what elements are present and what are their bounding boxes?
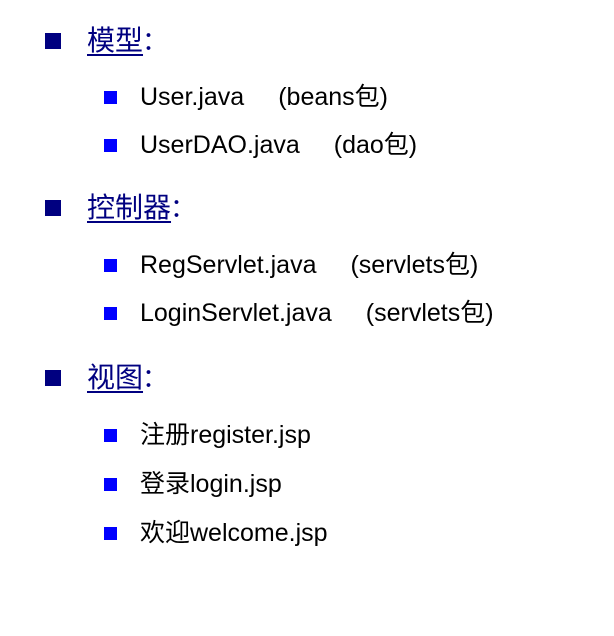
bullet-square-icon: [104, 91, 117, 104]
heading-text: 模型: [87, 25, 144, 56]
item-name: User.java: [140, 83, 245, 111]
bullet-square-icon: [104, 307, 117, 320]
heading-label: 控制器：: [87, 194, 196, 222]
bullet-square-icon: [45, 33, 61, 49]
item-name: UserDAO.java: [140, 131, 300, 159]
bullet-square-icon: [45, 370, 61, 386]
heading-text: 视图: [87, 362, 144, 393]
outline-item-register-jsp[interactable]: 注册register.jsp: [104, 423, 311, 448]
outline-item-regservlet-java[interactable]: RegServlet.java (servlets包): [104, 253, 478, 278]
item-package: (servlets包): [365, 299, 494, 327]
item-label: 注册register.jsp: [140, 423, 311, 448]
heading-colon: ：: [170, 193, 197, 223]
outline-item-login-jsp[interactable]: 登录login.jsp: [104, 472, 282, 497]
item-name: LoginServlet.java: [140, 299, 332, 327]
bullet-square-icon: [104, 478, 117, 491]
item-name: RegServlet.java: [140, 251, 317, 279]
outline-item-loginservlet-java[interactable]: LoginServlet.java (servlets包): [104, 301, 494, 326]
item-label: 欢迎welcome.jsp: [140, 521, 328, 546]
outline-item-user-java[interactable]: User.java (beans包): [104, 85, 388, 110]
item-label: 登录login.jsp: [140, 472, 282, 497]
item-name: 登录login.jsp: [140, 470, 282, 498]
item-label: LoginServlet.java (servlets包): [140, 301, 494, 326]
heading-label: 模型：: [87, 27, 168, 55]
item-package: (servlets包): [350, 251, 479, 279]
heading-text: 控制器: [87, 192, 172, 223]
outline-item-welcome-jsp[interactable]: 欢迎welcome.jsp: [104, 521, 328, 546]
item-package: (dao包): [333, 131, 418, 159]
item-label: UserDAO.java (dao包): [140, 133, 417, 158]
outline-heading-model[interactable]: 模型：: [45, 27, 168, 55]
bullet-square-icon: [104, 139, 117, 152]
heading-colon: ：: [142, 363, 169, 393]
item-label: User.java (beans包): [140, 85, 388, 110]
heading-colon: ：: [142, 26, 169, 56]
outline-heading-view[interactable]: 视图：: [45, 364, 168, 392]
item-package: (beans包): [278, 83, 388, 111]
heading-label: 视图：: [87, 364, 168, 392]
item-label: RegServlet.java (servlets包): [140, 253, 478, 278]
bullet-square-icon: [45, 200, 61, 216]
item-name: 注册register.jsp: [140, 421, 311, 449]
bullet-square-icon: [104, 259, 117, 272]
bullet-square-icon: [104, 429, 117, 442]
item-name: 欢迎welcome.jsp: [140, 519, 328, 547]
outline-item-userdao-java[interactable]: UserDAO.java (dao包): [104, 133, 417, 158]
outline-heading-controller[interactable]: 控制器：: [45, 194, 196, 222]
bullet-square-icon: [104, 527, 117, 540]
